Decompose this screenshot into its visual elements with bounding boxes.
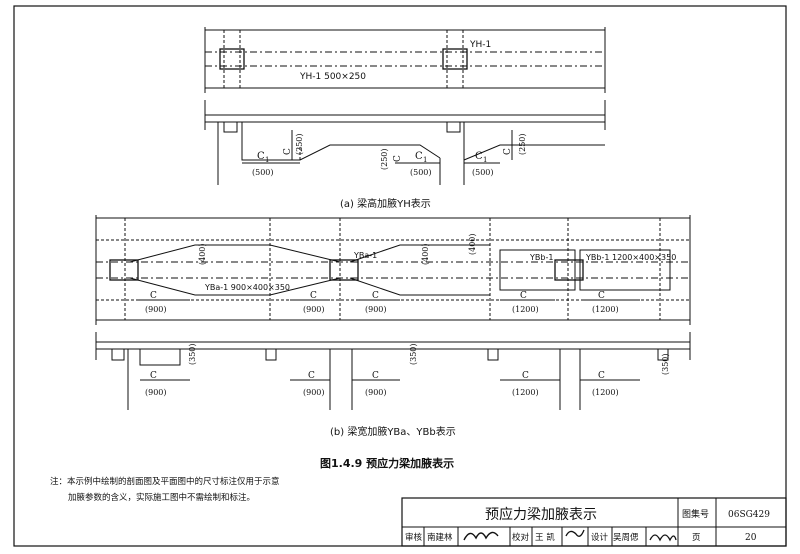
atlas-number: 06SG429 xyxy=(728,510,770,520)
dim-c1: C xyxy=(257,151,265,162)
sheet-border xyxy=(13,5,787,547)
dim-400: (400) xyxy=(421,243,430,265)
dim-c1: C xyxy=(598,371,605,381)
dim-c1: C xyxy=(308,371,315,381)
review-label: 审核 xyxy=(405,532,423,543)
beam-section xyxy=(657,349,669,361)
dim-900: (900) xyxy=(303,388,325,397)
fig-a-caption: (a) 梁高加腋YH表示 xyxy=(340,197,431,210)
note-line-2: 加腋参数的含义，实际施工图中不需绘制和标注。 xyxy=(68,492,255,503)
page-label: 页 xyxy=(692,533,701,543)
beam-section xyxy=(265,349,277,361)
dim-c2: C xyxy=(283,148,293,155)
haunch-outline xyxy=(241,122,441,161)
fig-b-section: C C C C C (900) (900) (900) (1200) (1200… xyxy=(95,332,691,410)
beam-section xyxy=(223,122,238,133)
dim-c1-sub: 1 xyxy=(483,156,487,164)
page-number: 20 xyxy=(745,533,757,543)
column xyxy=(442,48,468,70)
dim-400: (400) xyxy=(468,233,477,255)
dim-c1: C xyxy=(372,371,379,381)
dim-1200: (1200) xyxy=(512,388,539,397)
dim-250: (250) xyxy=(518,133,527,155)
dim-900: (900) xyxy=(365,305,387,314)
dim-c1: C xyxy=(150,371,157,381)
dim-c1: C xyxy=(522,371,529,381)
dim-250: (250) xyxy=(380,148,389,170)
designer-name: 吴周偲 xyxy=(613,532,639,543)
yba-spec-label: YBa-1 900×400×350 xyxy=(204,283,290,292)
note-line-1: 注：本示例中绘制的剖面图及平面图中的尺寸标注仅用于示意 xyxy=(50,476,280,487)
beam-label: YH-1 xyxy=(469,40,491,50)
haunch-outline xyxy=(129,244,341,263)
ybb-spec-label: YBb-1 1200×400×350 xyxy=(585,253,676,262)
haunch-outline xyxy=(139,349,181,366)
dim-c1: C xyxy=(372,291,379,301)
beam-spec-label: YH-1 500×250 xyxy=(299,72,366,82)
reviewer-name: 南建林 xyxy=(427,532,453,543)
dim-c1: C xyxy=(310,291,317,301)
dim-c2: C xyxy=(503,148,513,155)
dim-250: (250) xyxy=(295,133,304,155)
dim-900: (900) xyxy=(365,388,387,397)
dim-1200: (1200) xyxy=(592,305,619,314)
design-label: 设计 xyxy=(591,532,609,543)
reviewer-signature xyxy=(463,531,499,541)
dim-350: (350) xyxy=(188,343,197,365)
dim-c1: C xyxy=(598,291,605,301)
dim-500: (500) xyxy=(472,168,494,177)
column xyxy=(329,259,359,281)
dim-c1: C xyxy=(415,151,423,162)
checker-signature xyxy=(565,529,585,537)
dim-400: (400) xyxy=(198,243,207,265)
column xyxy=(109,259,139,281)
beam-section xyxy=(446,122,461,133)
dim-900: (900) xyxy=(145,305,167,314)
check-label: 校对 xyxy=(512,532,530,543)
figure-title: 图1.4.9 预应力梁加腋表示 xyxy=(320,456,454,470)
atlas-label: 图集号 xyxy=(682,508,709,520)
dim-c2: C xyxy=(393,155,403,162)
ybb-label: YBb-1 xyxy=(529,253,553,262)
haunch-outline xyxy=(349,277,490,296)
column xyxy=(554,259,584,281)
fig-a-plan: YH-1 YH-1 500×250 xyxy=(204,27,606,93)
dim-350: (350) xyxy=(409,343,418,365)
haunch-outline xyxy=(463,144,605,161)
dim-c1: C xyxy=(150,291,157,301)
yba-label: YBa-1 xyxy=(353,251,377,260)
fig-b-plan: YBa-1 YBa-1 900×400×350 YBb-1 YBb-1 1200… xyxy=(95,215,691,325)
fig-b-caption: (b) 梁宽加腋YBa、YBb表示 xyxy=(330,425,456,438)
beam-section xyxy=(487,349,499,361)
haunch-outline xyxy=(129,277,341,296)
drawing-title: 预应力梁加腋表示 xyxy=(485,506,597,523)
title-block: 预应力梁加腋表示 图集号 06SG429 审核 南建林 校对 王 凯 设计 吴周… xyxy=(401,497,787,547)
dim-500: (500) xyxy=(410,168,432,177)
dim-900: (900) xyxy=(145,388,167,397)
haunch-outline xyxy=(579,249,671,291)
haunch-outline xyxy=(349,244,490,263)
beam-section xyxy=(111,349,125,361)
dim-1200: (1200) xyxy=(592,388,619,397)
dim-c1-sub: 1 xyxy=(423,156,427,164)
designer-signature xyxy=(649,534,677,542)
haunch-outline xyxy=(499,249,576,291)
dim-c1-sub: 1 xyxy=(265,156,269,164)
dim-350: (350) xyxy=(661,353,670,375)
dim-c1: C xyxy=(475,151,483,162)
fig-a-section: C 1 C 1 C 1 (500) (500) (500) (250) (250… xyxy=(204,100,606,185)
title-block-frame xyxy=(401,497,787,547)
dim-1200: (1200) xyxy=(512,305,539,314)
dim-500: (500) xyxy=(252,168,274,177)
dim-c1: C xyxy=(520,291,527,301)
checker-name: 王 凯 xyxy=(535,532,555,543)
column xyxy=(219,48,245,70)
dim-900: (900) xyxy=(303,305,325,314)
